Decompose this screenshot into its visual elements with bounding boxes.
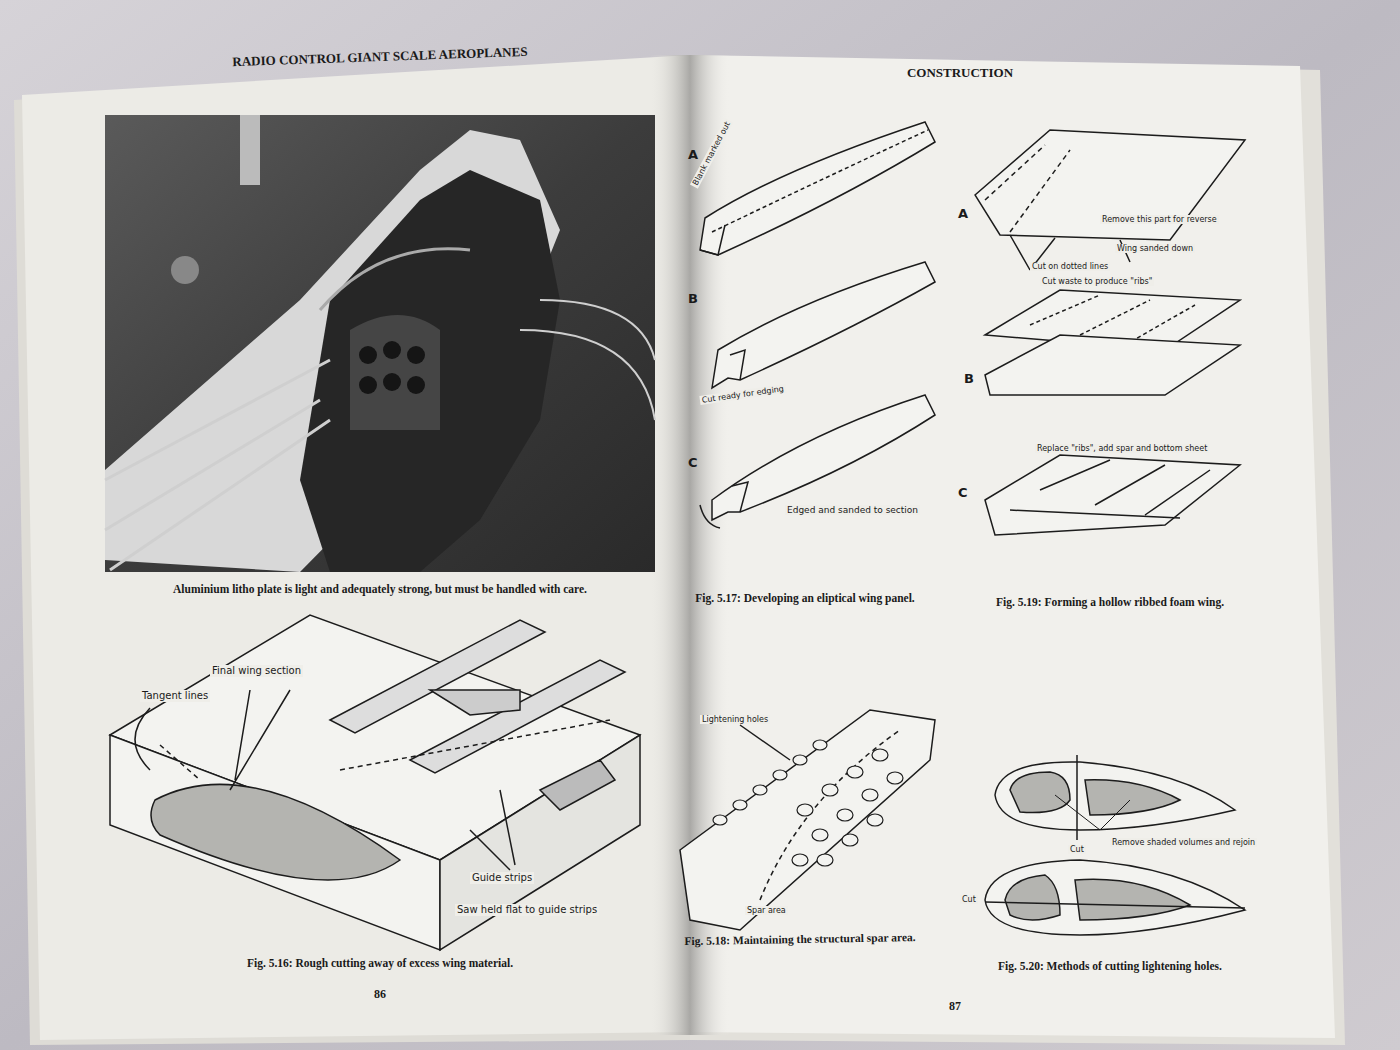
running-head: CONSTRUCTION bbox=[907, 66, 1013, 81]
step-note: Cut on dotted lines bbox=[1030, 262, 1110, 271]
part-label: Spar area bbox=[745, 906, 788, 915]
part-label: Cut bbox=[1068, 845, 1086, 854]
step-note: Remove this part for reverse bbox=[1100, 215, 1219, 224]
step-letter: B bbox=[964, 372, 974, 387]
figure-caption: Fig. 5.20: Methods of cutting lightening… bbox=[998, 960, 1222, 973]
figure-caption: Fig. 5.16: Rough cutting away of excess … bbox=[247, 957, 513, 970]
part-label: Saw held flat to guide strips bbox=[455, 904, 599, 916]
step-note: Replace "ribs", add spar and bottom shee… bbox=[1035, 444, 1209, 453]
part-label: Final wing section bbox=[210, 665, 303, 677]
part-label: Tangent lines bbox=[140, 690, 210, 702]
step-letter: C bbox=[958, 486, 968, 501]
step-letter: C bbox=[688, 456, 698, 471]
page-number: 87 bbox=[949, 1000, 961, 1014]
photo-caption: Aluminium litho plate is light and adequ… bbox=[173, 583, 587, 596]
part-label: Guide strips bbox=[470, 872, 534, 884]
step-note: Edged and sanded to section bbox=[785, 505, 920, 515]
step-letter: B bbox=[688, 292, 698, 307]
step-note: Cut waste to produce "ribs" bbox=[1040, 277, 1154, 286]
step-letter: A bbox=[958, 207, 968, 222]
step-letter: A bbox=[688, 148, 698, 163]
figure-caption: Fig. 5.19: Forming a hollow ribbed foam … bbox=[996, 596, 1224, 609]
step-note: Wing sanded down bbox=[1115, 244, 1195, 253]
figure-caption: Fig. 5.17: Developing an eliptical wing … bbox=[695, 592, 914, 605]
part-label: Cut bbox=[960, 895, 978, 904]
part-label: Remove shaded volumes and rejoin bbox=[1110, 838, 1257, 847]
part-label: Lightening holes bbox=[700, 715, 770, 724]
page-number: 86 bbox=[374, 988, 386, 1002]
